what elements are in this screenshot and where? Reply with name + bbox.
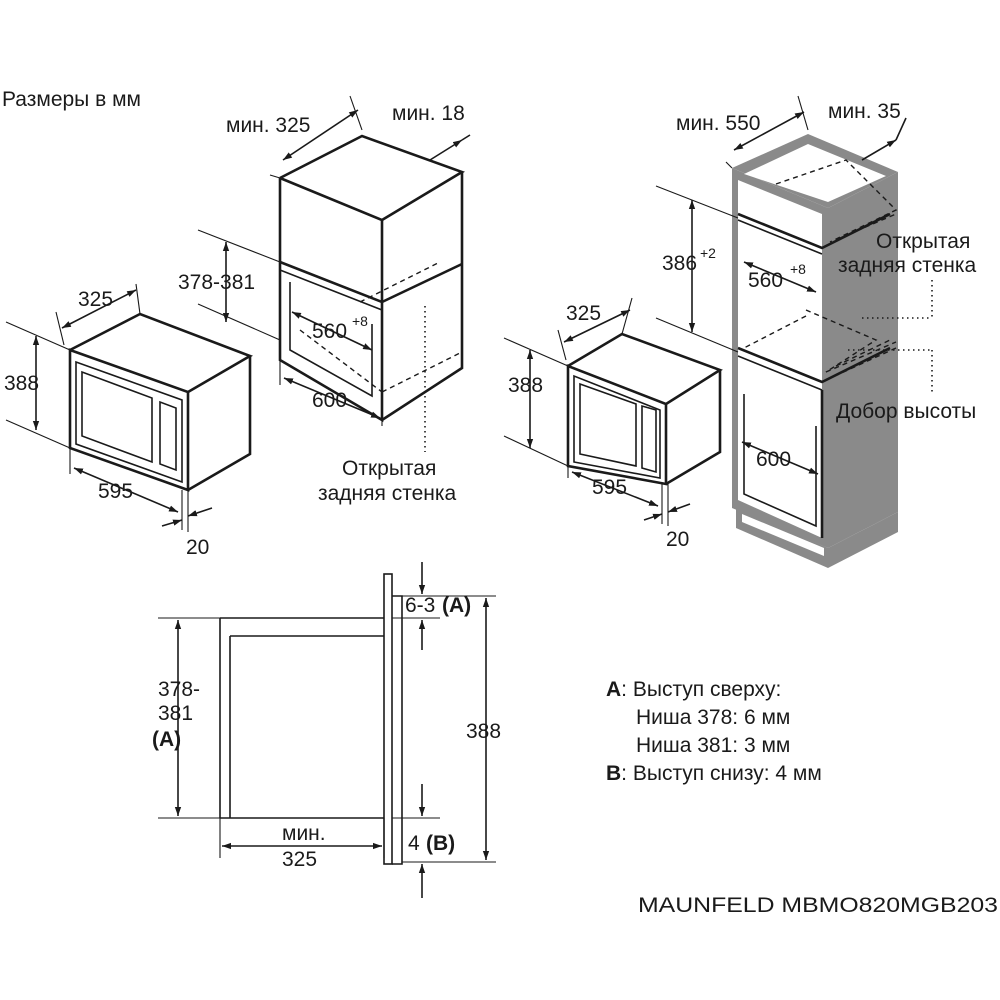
right-oven-depth-label: 325 bbox=[566, 302, 601, 325]
right-niche-height-dim: 386 +2 bbox=[655, 185, 739, 353]
left-oven-height-label: 388 bbox=[4, 372, 39, 395]
side-niche-height-line1: 378- bbox=[158, 678, 200, 701]
side-niche-height-line2: 381 bbox=[158, 702, 193, 725]
left-open-back-line1: Открытая bbox=[342, 457, 436, 480]
legend-a-text: : Выступ сверху: bbox=[621, 678, 781, 701]
model-name: MAUNFELD MBMO820MGB203 bbox=[638, 894, 998, 917]
left-oven-depth-label: 325 bbox=[78, 288, 113, 311]
right-min-depth-label: мин. 550 bbox=[676, 112, 760, 135]
side-top-offset-label: 6-3 bbox=[405, 594, 435, 617]
right-open-back-callout: Открытая задняя стенка bbox=[838, 230, 977, 319]
right-min-top-label: мин. 35 bbox=[828, 100, 901, 123]
right-open-back-line1: Открытая bbox=[876, 230, 970, 253]
side-min-depth-dim: мин. 325 bbox=[219, 818, 385, 871]
left-oven-height-dim: 388 bbox=[4, 321, 71, 449]
svg-text:560: 560 bbox=[748, 269, 783, 292]
legend-a-line2: Ниша 378: 6 мм bbox=[636, 706, 790, 729]
svg-text:B: Выступ снизу: 4 мм: B: Выступ снизу: 4 мм bbox=[606, 762, 822, 785]
right-niche-height-tolerance: +2 bbox=[700, 245, 716, 261]
svg-text:6-3: 6-3 bbox=[405, 594, 435, 617]
right-oven-width-label: 595 bbox=[592, 476, 627, 499]
side-bottom-offset-label: 4 bbox=[408, 832, 420, 855]
right-min-top-dim: мин. 35 bbox=[828, 100, 907, 161]
left-min-top-label: мин. 18 bbox=[392, 102, 465, 125]
left-niche-width-tolerance: +8 bbox=[352, 313, 368, 329]
left-min-depth-dim: мин. 325 bbox=[226, 95, 363, 179]
side-min-depth-line1: мин. bbox=[282, 822, 326, 845]
side-top-offset-dim: 6-3 (A) bbox=[392, 562, 471, 650]
legend: A: Выступ сверху: Ниша 378: 6 мм Ниша 38… bbox=[606, 678, 822, 785]
left-cabinet-width-label: 600 bbox=[312, 389, 347, 412]
left-cabinet bbox=[278, 134, 466, 423]
left-oven bbox=[68, 312, 254, 492]
side-total-height-dim: 388 bbox=[402, 595, 501, 863]
left-min-top-dim: мин. 18 bbox=[392, 102, 471, 161]
left-oven-width-label: 595 bbox=[98, 480, 133, 503]
side-min-depth-line2: 325 bbox=[282, 848, 317, 871]
right-height-filler-callout: Добор высоты bbox=[836, 349, 976, 423]
right-height-filler-label: Добор высоты bbox=[836, 400, 976, 423]
svg-text:4: 4 bbox=[408, 832, 420, 855]
left-niche-width-label: 560 bbox=[312, 320, 347, 343]
left-niche-width-dim: 560 +8 bbox=[291, 311, 373, 351]
left-open-back-callout: Открытая задняя стенка bbox=[318, 306, 457, 505]
right-niche-width-label: 560 bbox=[748, 269, 783, 292]
right-cabinet-width-label: 600 bbox=[756, 448, 791, 471]
right-niche-width-dim: 560 +8 bbox=[743, 261, 817, 293]
svg-text:560: 560 bbox=[312, 320, 347, 343]
right-oven-height-label: 388 bbox=[508, 374, 543, 397]
left-front-thickness-label: 20 bbox=[186, 536, 209, 559]
side-bottom-offset-ref: (B) bbox=[426, 832, 455, 855]
svg-text:A: Выступ сверху:: A: Выступ сверху: bbox=[606, 678, 781, 701]
units-note: Размеры в мм bbox=[2, 88, 141, 111]
right-open-back-line2: задняя стенка bbox=[838, 254, 977, 277]
right-cabinet bbox=[732, 134, 898, 568]
right-niche-height-label: 386 bbox=[662, 252, 697, 275]
side-bottom-offset-dim: 4 (B) bbox=[392, 784, 455, 898]
right-min-depth-dim: мин. 550 bbox=[676, 95, 809, 169]
right-oven-height-dim: 388 bbox=[503, 337, 569, 467]
left-front-thickness-dim: 20 bbox=[161, 490, 213, 559]
left-niche-height-dim: 378-381 bbox=[178, 229, 281, 341]
right-oven-depth-dim: 325 bbox=[557, 297, 633, 361]
left-oven-depth-dim: 325 bbox=[55, 283, 141, 346]
legend-a-line3: Ниша 381: 3 мм bbox=[636, 734, 790, 757]
left-oven-width-dim: 595 bbox=[69, 448, 183, 530]
side-top-offset-ref: (A) bbox=[442, 594, 471, 617]
legend-a-key: A bbox=[606, 678, 621, 701]
left-open-back-line2: задняя стенка bbox=[318, 482, 457, 505]
right-cabinet-width-dim: 600 bbox=[741, 441, 819, 475]
right-oven-width-dim: 595 bbox=[567, 466, 663, 524]
side-view-niche bbox=[219, 617, 384, 819]
side-total-height-label: 388 bbox=[466, 720, 501, 743]
side-view-front-panel bbox=[383, 573, 403, 865]
svg-text:386: 386 bbox=[662, 252, 697, 275]
legend-b-key: B bbox=[606, 762, 621, 785]
right-front-thickness-dim: 20 bbox=[643, 484, 691, 551]
side-niche-height-ref: (A) bbox=[152, 728, 181, 751]
right-front-thickness-label: 20 bbox=[666, 528, 689, 551]
right-oven bbox=[566, 332, 723, 486]
legend-b-text: : Выступ снизу: 4 мм bbox=[621, 762, 822, 785]
left-niche-height-label: 378-381 bbox=[178, 271, 255, 294]
left-min-depth-label: мин. 325 bbox=[226, 114, 310, 137]
side-niche-height-dim: 378- 381 (A) bbox=[152, 617, 220, 819]
left-cabinet-width-dim: 600 bbox=[279, 360, 383, 426]
right-niche-width-tolerance: +8 bbox=[790, 261, 806, 277]
